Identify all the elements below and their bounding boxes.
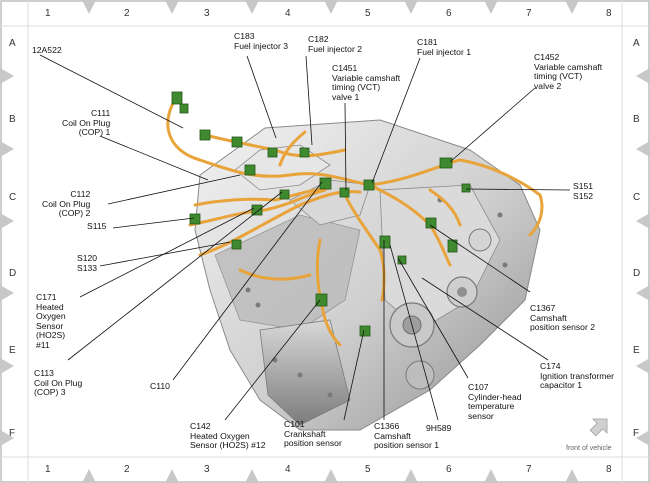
grid-row-f-right: F xyxy=(633,428,640,439)
label-c174: C174 Ignition transformer capacitor 1 xyxy=(540,361,615,391)
grid-row-e-right: E xyxy=(633,345,640,356)
grid-col-4-bottom: 4 xyxy=(285,464,291,475)
label-c1367: C1367 Camshaft position sensor 2 xyxy=(530,303,595,333)
grid-row-a-left: A xyxy=(9,38,16,49)
label-c1451: C1451 Variable camshaft timing (VCT) val… xyxy=(332,63,401,102)
grid-row-d-right: D xyxy=(633,268,641,279)
grid-row-c-right: C xyxy=(633,192,641,203)
front-arrow-icon xyxy=(589,418,608,437)
label-12a522: 12A522 xyxy=(32,45,62,55)
label-c183: C183 Fuel injector 3 xyxy=(234,31,288,51)
grid-col-5-bottom: 5 xyxy=(365,464,371,475)
label-c1366: C1366 Camshaft position sensor 1 xyxy=(374,421,439,451)
label-c112: C112 Coil On Plug (COP) 2 xyxy=(42,189,91,219)
grid-row-b-left: B xyxy=(9,114,16,125)
label-s120-s133: S120 S133 xyxy=(77,253,98,273)
grid-row-b-right: B xyxy=(633,114,640,125)
grid-row-a-right: A xyxy=(633,38,640,49)
grid-col-5-top: 5 xyxy=(365,8,371,19)
grid-col-2-bottom: 2 xyxy=(124,464,130,475)
label-s115: S115 xyxy=(87,221,107,231)
engine-body xyxy=(194,119,541,431)
grid-col-7-bottom: 7 xyxy=(526,464,532,475)
grid-row-e-left: E xyxy=(9,345,16,356)
leader-lines xyxy=(39,54,571,421)
label-s151-s152: S151 S152 xyxy=(573,181,594,201)
label-c1452: C1452 Variable camshaft timing (VCT) val… xyxy=(534,52,603,91)
label-c113: C113 Coil On Plug (COP) 3 xyxy=(34,368,83,398)
grid-row-f-left: F xyxy=(9,428,16,439)
label-c110: C110 xyxy=(150,381,170,391)
label-c182: C182 Fuel injector 2 xyxy=(308,34,362,54)
label-c171: C171 Heated Oxygen Sensor (HO2S) #11 xyxy=(36,292,66,350)
grid-col-8-top: 8 xyxy=(606,8,612,19)
grid-col-3-top: 3 xyxy=(204,8,210,19)
label-c142: C142 Heated Oxygen Sensor (HO2S) #12 xyxy=(190,421,266,451)
grid-col-8-bottom: 8 xyxy=(606,464,612,475)
label-c107: C107 Cylinder-head temperature sensor xyxy=(468,382,522,421)
grid-row-c-left: C xyxy=(9,192,17,203)
grid-row-d-left: D xyxy=(9,268,17,279)
grid-col-6-bottom: 6 xyxy=(446,464,452,475)
grid-col-1-bottom: 1 xyxy=(45,464,51,475)
label-9h589: 9H589 xyxy=(426,423,452,433)
label-c111: C111 Coil On Plug (COP) 1 xyxy=(62,108,111,138)
connectors xyxy=(171,91,471,337)
label-c181: C181 Fuel injector 1 xyxy=(417,37,471,57)
grid-col-4-top: 4 xyxy=(285,8,291,19)
front-of-vehicle-label: front of vehicle xyxy=(566,445,612,452)
label-c101: C101 Crankshaft position sensor xyxy=(284,419,342,449)
grid-col-3-bottom: 3 xyxy=(204,464,210,475)
grid-col-6-top: 6 xyxy=(446,8,452,19)
grid-col-2-top: 2 xyxy=(124,8,130,19)
grid-col-7-top: 7 xyxy=(526,8,532,19)
grid-col-1-top: 1 xyxy=(45,8,51,19)
